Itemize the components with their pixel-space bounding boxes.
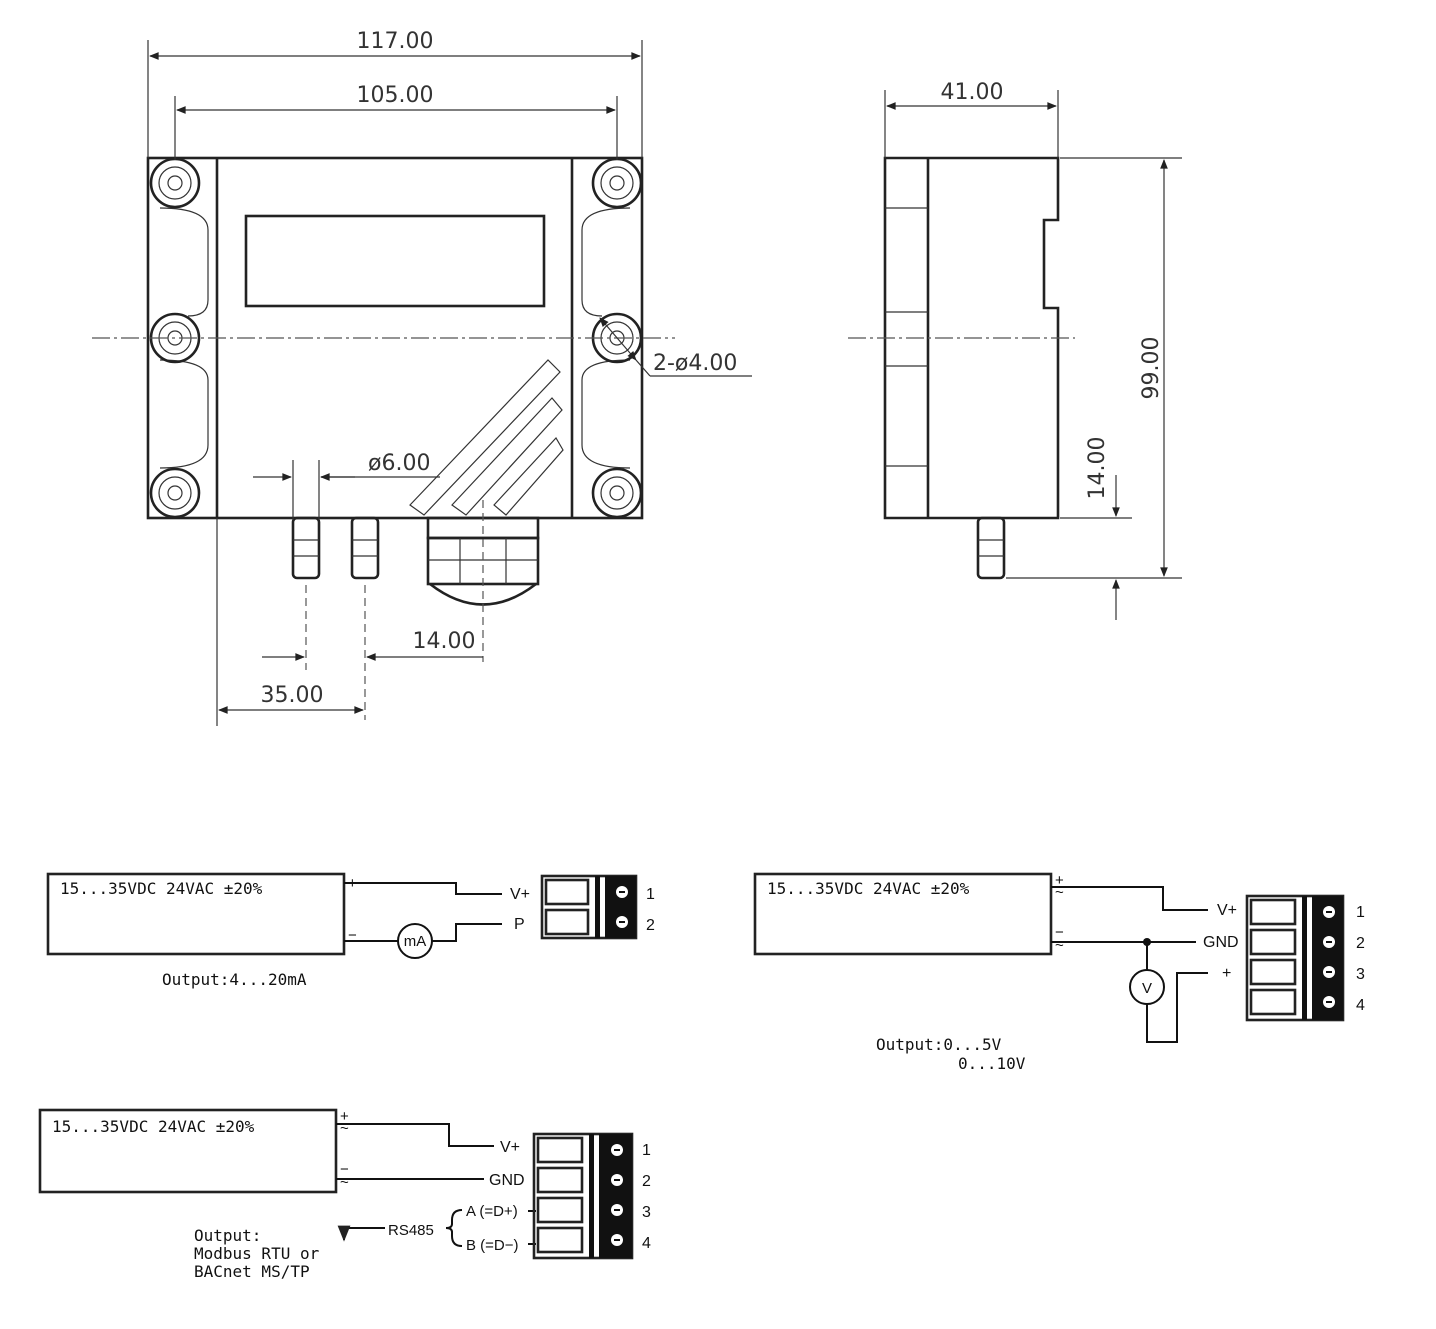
terminal-number: 2 [646,917,655,934]
terminal-label: V+ [1217,902,1237,919]
side-port [976,516,1006,580]
terminal-label: + [1222,965,1231,982]
mounting-hole [591,157,643,209]
output-text: 0...10V [958,1054,1026,1073]
dim-width-total: 117.00 [357,29,434,54]
terminal-number: 1 [1356,904,1365,921]
terminal-number: 4 [1356,997,1365,1014]
terminal-number: 2 [642,1173,651,1190]
sensor-box [38,1108,338,1194]
front-view: 117.00 105.00 2-ø4.00 ø6.00 14.00 35.00 [92,29,752,726]
output-text: BACnet MS/TP [194,1262,310,1281]
meter-label: V [1142,980,1152,997]
dim-port-dia: ø6.00 [368,451,430,476]
minus-sign: − [340,1161,349,1178]
sensor-box [46,872,346,956]
dim-hole-dia: 2-ø4.00 [653,351,737,376]
display-window [244,214,546,308]
supply-text: 15...35VDC 24VAC ±20% [767,879,970,898]
terminal-label: V+ [500,1139,520,1156]
wiring-v: 15...35VDC 24VAC ±20% + ~ − ~ V V+ GND +… [753,872,1365,1073]
dim-fitting: 14.00 [1085,437,1110,500]
output-text: Output: [194,1226,261,1245]
sensor-box [753,872,1053,956]
terminal-block [1245,894,1345,1022]
plus-sign: + [1055,872,1064,889]
terminal-number: 1 [646,886,655,903]
vent-slot [451,397,563,516]
dim-height: 99.00 [1139,337,1164,400]
output-text: Output:0...5V [876,1035,1002,1054]
mounting-hole [591,467,643,519]
meter-label: mA [404,933,427,950]
output-text: Output:4...20mA [162,970,307,989]
terminal-label: P [514,916,525,933]
mounting-hole [149,157,201,209]
ac-sign: ~ [1055,884,1064,901]
ac-sign: ~ [340,1120,349,1137]
terminal-number: 4 [642,1235,651,1252]
terminal-block [540,874,638,940]
terminal-label: A (=D+) [466,1203,518,1220]
vent-slot [409,359,561,516]
bus-label: RS485 [388,1222,434,1239]
side-view: 41.00 99.00 14.00 [848,80,1182,620]
mounting-hole [149,467,201,519]
ac-sign: ~ [1055,937,1064,954]
terminal-number: 2 [1356,935,1365,952]
vent-slot [493,436,564,516]
terminal-block [532,1132,634,1260]
dim-port-to-gland: 14.00 [413,629,476,654]
supply-text: 15...35VDC 24VAC ±20% [60,879,263,898]
wiring-ma: 15...35VDC 24VAC ±20% + − mA V+ P 1 2 Ou… [46,872,655,989]
minus-sign: − [348,927,357,944]
pressure-port [350,516,380,580]
side-outline [883,156,1060,520]
wiring-rs485: 15...35VDC 24VAC ±20% + ~ − ~ V+ GND A (… [38,1108,651,1281]
terminal-label: GND [1203,934,1239,951]
dim-width-holes: 105.00 [357,83,434,108]
terminal-label: GND [489,1172,525,1189]
supply-text: 15...35VDC 24VAC ±20% [52,1117,255,1136]
terminal-number: 1 [642,1142,651,1159]
output-text: Modbus RTU or [194,1244,320,1263]
dim-depth: 41.00 [941,80,1004,105]
ac-sign: ~ [340,1174,349,1191]
terminal-number: 3 [642,1204,651,1221]
plus-sign: + [340,1108,349,1125]
dim-port-offset: 35.00 [261,683,324,708]
minus-sign: − [1055,924,1064,941]
terminal-label: B (=D−) [466,1237,519,1254]
pressure-port [291,516,321,580]
brace [445,1209,463,1247]
terminal-label: V+ [510,886,530,903]
terminal-number: 3 [1356,966,1365,983]
